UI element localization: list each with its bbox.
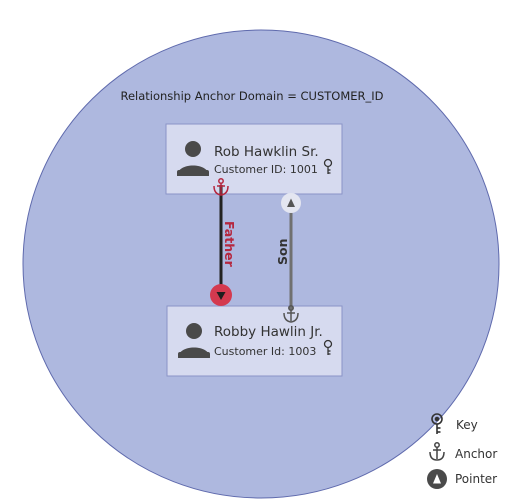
key-icon bbox=[323, 339, 333, 355]
father-edge[interactable]: Father bbox=[210, 178, 237, 306]
child-name: Robby Hawlin Jr. bbox=[214, 324, 323, 340]
father-label: Father bbox=[222, 221, 237, 268]
pointer-icon bbox=[210, 284, 232, 306]
son-label: Son bbox=[275, 239, 290, 266]
legend-key-label: Key bbox=[456, 418, 478, 432]
pointer-icon bbox=[281, 193, 301, 213]
son-edge[interactable]: Son bbox=[275, 193, 301, 323]
legend-pointer-label: Pointer bbox=[455, 472, 498, 486]
parent-name: Rob Hawklin Sr. bbox=[214, 144, 319, 160]
anchor-icon bbox=[429, 442, 445, 461]
child-node[interactable]: Robby Hawlin Jr. Customer Id: 1003 bbox=[166, 305, 343, 377]
anchor-icon bbox=[283, 305, 299, 323]
legend-anchor-label: Anchor bbox=[455, 447, 498, 461]
child-id: Customer Id: 1003 bbox=[214, 345, 316, 358]
anchor-icon bbox=[213, 178, 229, 196]
key-icon bbox=[323, 158, 333, 174]
legend bbox=[427, 413, 447, 489]
domain-label: Relationship Anchor Domain = CUSTOMER_ID bbox=[120, 89, 383, 103]
parent-node[interactable]: Rob Hawklin Sr. Customer ID: 1001 bbox=[165, 123, 343, 195]
pointer-icon bbox=[427, 469, 447, 489]
domain-circle bbox=[22, 29, 500, 499]
person-icon bbox=[177, 141, 209, 176]
key-icon bbox=[431, 413, 443, 434]
person-icon bbox=[178, 323, 210, 358]
parent-id: Customer ID: 1001 bbox=[214, 163, 318, 176]
